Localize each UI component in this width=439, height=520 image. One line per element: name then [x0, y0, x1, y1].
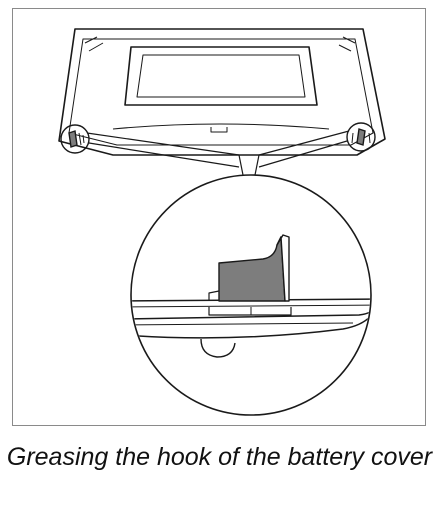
cover-outline: [58, 28, 386, 156]
battery-cover: [58, 28, 386, 156]
cover-plate-front: [132, 304, 370, 320]
left-leader-upper: [86, 132, 240, 156]
right-leader-upper: [258, 130, 350, 156]
left-hook-circle: [60, 124, 90, 154]
cover-right-corner-detail: [338, 36, 356, 52]
cover-plate-upper-inner: [132, 304, 370, 308]
plate-knob: [200, 338, 236, 358]
hook-back-face: [276, 234, 290, 302]
left-hook-grease-icon: [68, 130, 78, 148]
right-leader-lower: [258, 140, 348, 168]
cover-front-edge: [112, 123, 330, 130]
right-hook: [346, 122, 376, 152]
battery-cover-illustration: [58, 28, 386, 416]
cover-left-corner-detail: [84, 36, 104, 52]
hook-base-tab: [208, 290, 220, 301]
cover-window-outer: [124, 46, 318, 106]
figure-frame: [12, 8, 426, 426]
figure-caption: Greasing the hook of the battery cover: [6, 443, 433, 471]
right-hook-grease-icon: [356, 128, 366, 146]
cover-center-notch: [210, 127, 228, 133]
cover-plate-lower-inner: [132, 322, 354, 326]
leader-joint-left: [238, 154, 244, 176]
leader-joint-right: [254, 154, 260, 176]
right-hook-circle: [346, 122, 376, 152]
magnified-detail: [130, 174, 372, 416]
left-leader-lower: [88, 142, 240, 168]
left-hook-detail: [78, 132, 85, 146]
cover-window-inner: [136, 54, 306, 98]
callout-leaders: [86, 130, 350, 176]
plate-slot: [208, 307, 292, 316]
cover-plate-bottom: [132, 312, 370, 339]
right-hook-detail: [351, 132, 371, 144]
left-hook: [60, 124, 90, 154]
